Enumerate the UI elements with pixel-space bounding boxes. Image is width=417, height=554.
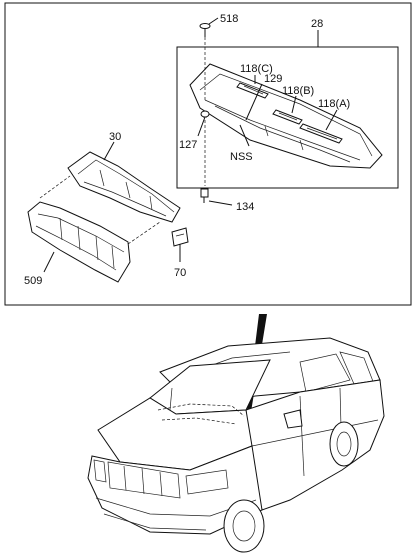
cowl-upper-panel xyxy=(67,151,181,223)
callout-134: 134 xyxy=(236,201,254,213)
panel-guide xyxy=(39,175,71,199)
callout-129: 129 xyxy=(264,73,282,85)
dash-lower-panel xyxy=(27,201,131,283)
vehicle-illustration xyxy=(87,337,385,553)
panel-guide-2 xyxy=(127,221,161,245)
bracket-70 xyxy=(171,227,189,247)
bolt-134 xyxy=(200,188,209,203)
vent-grille-a xyxy=(299,123,343,144)
callout-127: 127 xyxy=(179,139,197,151)
clip-127 xyxy=(200,110,210,118)
callout-nss: NSS xyxy=(230,151,253,163)
callout-30: 30 xyxy=(109,131,121,143)
screw-518 xyxy=(199,23,211,37)
vent-grille-b xyxy=(272,109,303,125)
diagram-frame xyxy=(4,2,412,306)
callout-118c: 118(C) xyxy=(240,63,273,75)
callout-118b: 118(B) xyxy=(282,85,314,97)
callout-509: 509 xyxy=(24,275,42,287)
leader-lines xyxy=(43,17,338,273)
assembly-box xyxy=(176,46,399,189)
callout-518: 518 xyxy=(220,13,238,25)
callout-70: 70 xyxy=(174,267,186,279)
callout-118a: 118(A) xyxy=(318,98,350,110)
callout-28: 28 xyxy=(311,18,323,30)
